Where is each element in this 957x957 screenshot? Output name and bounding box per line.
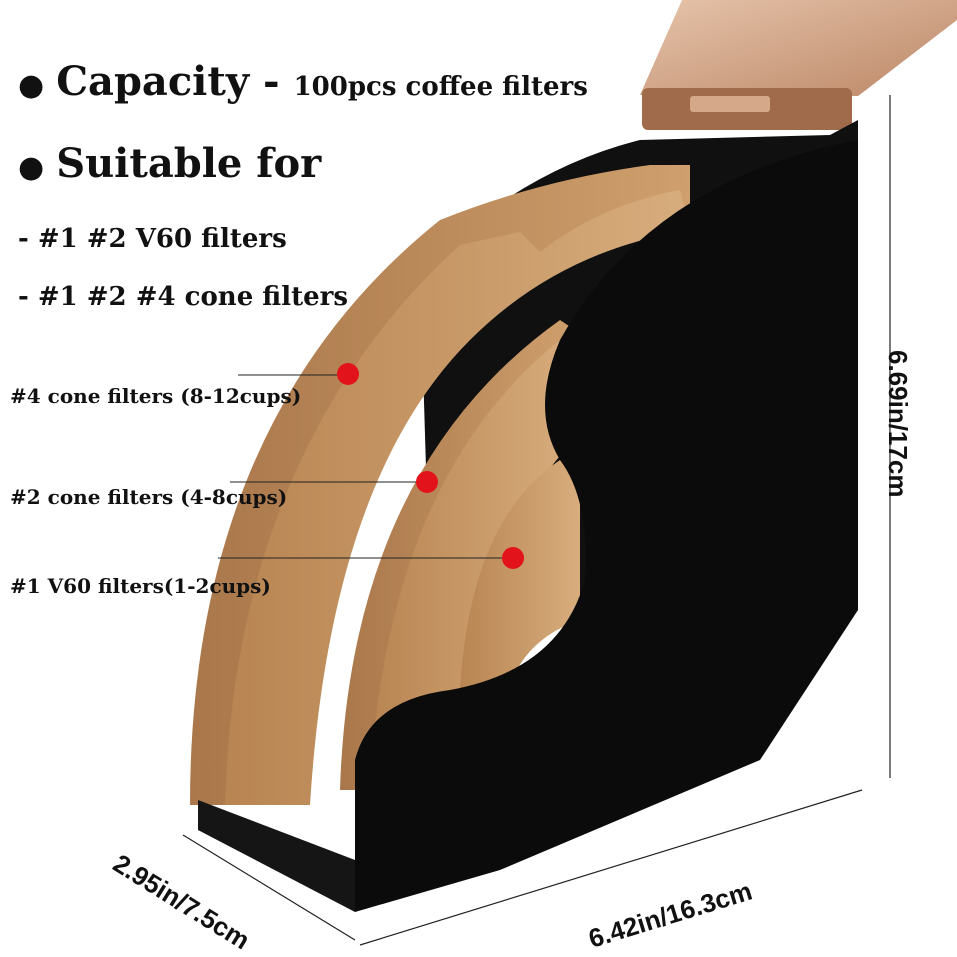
callout-label-1-v60: #1 V60 filters(1-2cups) [10,574,271,598]
suitable-item-v60: - #1 #2 V60 filters [18,224,287,254]
bullet-icon: ● [18,150,45,185]
red-dot-icon [416,471,438,493]
filter-4 [225,190,690,805]
red-dot-icon [502,547,524,569]
bullet-icon: ● [18,68,45,103]
holder-front [355,140,858,912]
capacity-line: ● Capacity - 100pcs coffee filters [18,58,588,105]
red-dot-icon [337,363,359,385]
filter-2 [370,340,575,790]
capacity-value: 100pcs coffee filters [293,72,588,102]
callout-label-4-cone: #4 cone filters (8-12cups) [10,384,302,408]
lid [640,0,957,96]
callout-dots [337,363,524,569]
callout-label-2-cone: #2 cone filters (4-8cups) [10,485,288,509]
suitable-heading: Suitable for [56,140,322,187]
suitable-item-cone: - #1 #2 #4 cone filters [18,282,348,312]
holder-base [198,800,355,912]
filter-1 [460,460,580,700]
capacity-heading: Capacity - [56,58,280,105]
dimension-height: 6.69in/17cm [883,350,913,498]
dimension-lines [182,95,891,946]
suitable-line: ● Suitable for [18,140,321,187]
callout-lines [218,374,512,559]
